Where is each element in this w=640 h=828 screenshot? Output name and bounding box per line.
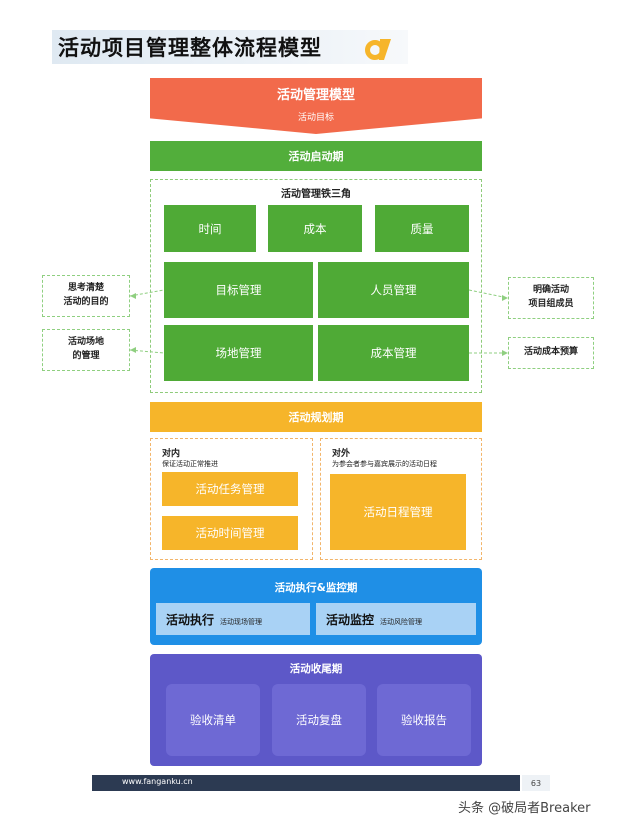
footer-url: www.fanganku.cn — [122, 777, 193, 786]
watermark: 头条 @破局者Breaker — [458, 801, 591, 816]
internal-title: 对内 — [162, 449, 181, 459]
footer-bar — [92, 775, 520, 791]
acceptance-checklist: 验收清单 — [166, 684, 260, 756]
execution-cell: 活动执行 活动现场管理 — [156, 603, 310, 635]
iron-triangle-box — [150, 179, 482, 393]
triangle-quality: 质量 — [375, 205, 469, 252]
internal-box — [150, 438, 313, 560]
page-title: 活动项目管理整体流程模型 — [58, 36, 322, 60]
note-team-members: 明确活动 项目组成员 — [508, 277, 594, 319]
iron-triangle-label: 活动管理铁三角 — [281, 189, 351, 200]
triangle-cost: 成本 — [268, 205, 362, 252]
note-venue: 活动场地 的管理 — [42, 329, 130, 371]
triangle-time: 时间 — [164, 205, 256, 252]
phase-startup-band: 活动启动期 — [150, 141, 482, 171]
model-goal: 活动目标 — [297, 113, 334, 123]
note-think-purpose: 思考清楚 活动的目的 — [42, 275, 130, 317]
external-title: 对外 — [332, 449, 351, 459]
model-title: 活动管理模型 — [276, 88, 355, 103]
activity-review: 活动复盘 — [272, 684, 366, 756]
acceptance-report: 验收报告 — [377, 684, 471, 756]
goal-management: 目标管理 — [164, 262, 313, 318]
monitoring-cell: 活动监控 活动风险管理 — [316, 603, 476, 635]
closing-label: 活动收尾期 — [289, 663, 343, 675]
phase-planning-band: 活动规划期 — [150, 402, 482, 432]
venue-management: 场地管理 — [164, 325, 313, 381]
note-cost-budget: 活动成本预算 — [508, 337, 594, 369]
logo-icon — [365, 39, 391, 60]
schedule-management: 活动日程管理 — [330, 474, 466, 550]
title-background — [52, 30, 408, 64]
task-management: 活动任务管理 — [162, 472, 298, 506]
external-subtitle: 为参会者参与嘉宾展示的活动日程 — [332, 460, 437, 468]
time-management: 活动时间管理 — [162, 516, 298, 550]
cost-management: 成本管理 — [318, 325, 469, 381]
execution-label: 活动执行&监控期 — [274, 582, 358, 594]
page-number: 63 — [522, 775, 550, 791]
internal-subtitle: 保证活动正常推进 — [162, 460, 218, 468]
external-box — [320, 438, 482, 560]
personnel-management: 人员管理 — [318, 262, 469, 318]
